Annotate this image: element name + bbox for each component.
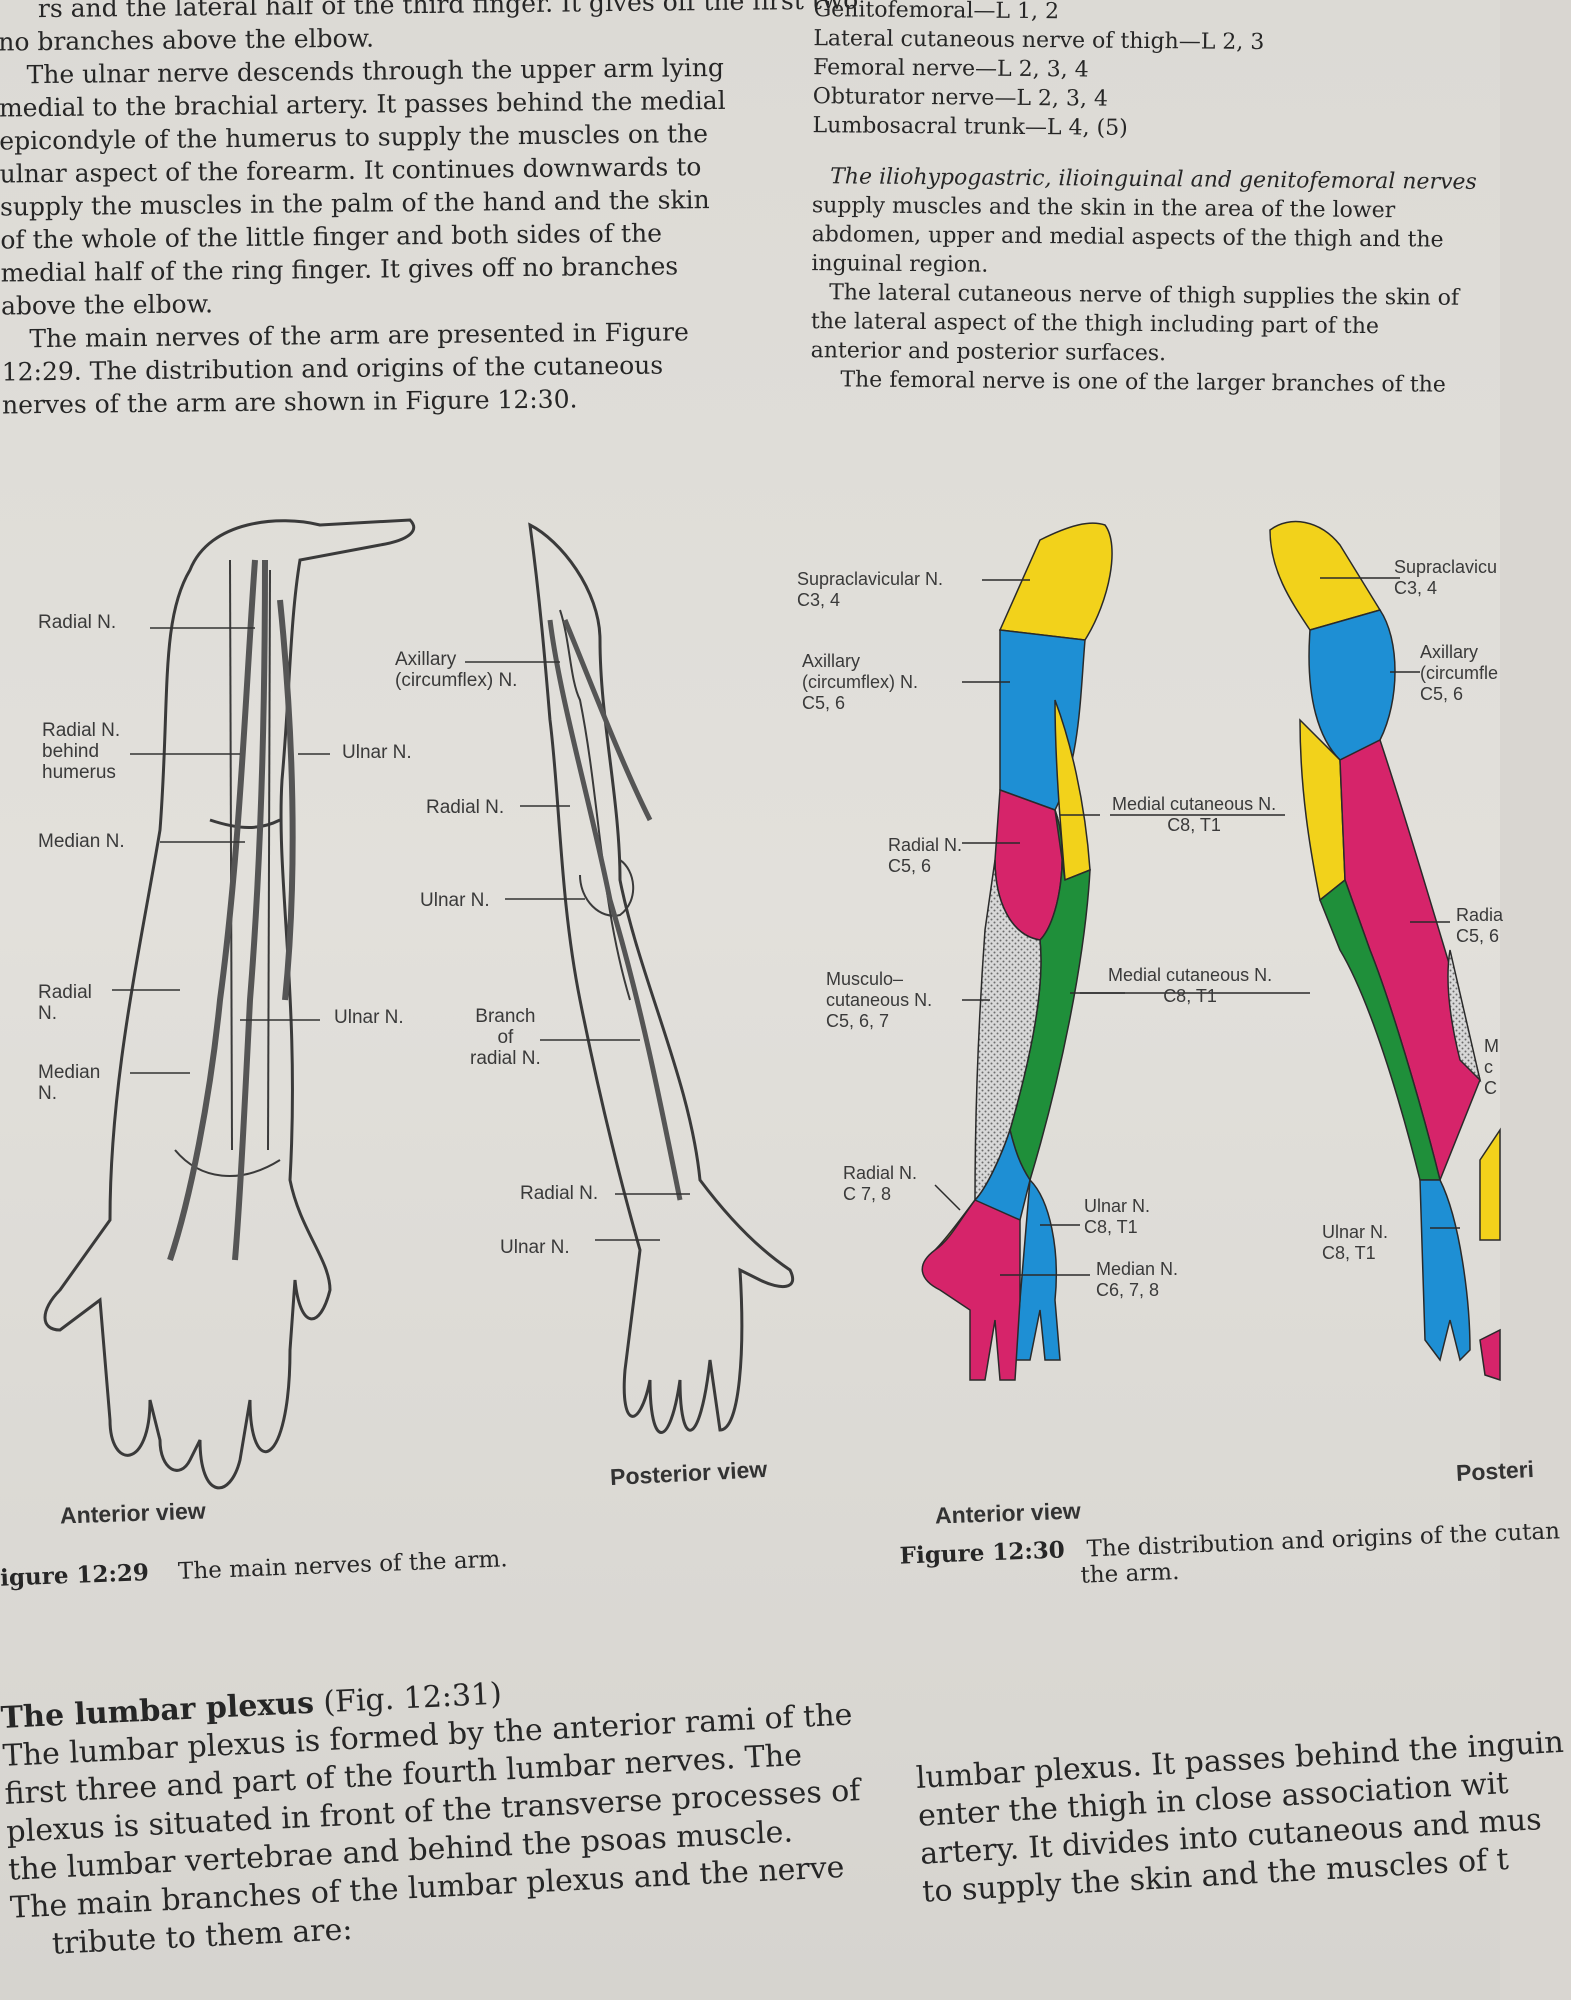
label-post-radial-n: Radial N. [426, 797, 505, 818]
lumbar-heading-ref: (Fig. 12:31) [322, 1676, 503, 1721]
cutaneous-posterior-arm [1269, 520, 1501, 1382]
label-radial-c78: Radial N. C 7, 8 [843, 1163, 918, 1204]
label-axillary-n: Axillary (circumflex) N. [395, 649, 518, 691]
posterior-nerve-lines [547, 619, 683, 1201]
label-median-c6: Median N. C6, 7, 8 [1096, 1259, 1179, 1300]
fig30-text-2: the arm. [1080, 1558, 1180, 1589]
label-post-ulnar-n: Ulnar N. [420, 890, 490, 911]
label-medial-cutaneous-upper: Medial cutaneous N. C8, T1 [1112, 794, 1277, 835]
label-ulnar-n-forearm: Ulnar N. [334, 1007, 404, 1028]
label-post-axillary: Axillary (circumfle C5, 6 [1420, 642, 1499, 704]
label-musculocutaneous: Musculo– cutaneous N. C5, 6, 7 [826, 969, 933, 1031]
label-median-n-forearm: Median N. [38, 1062, 101, 1104]
label-post-ulnar: Ulnar N. C8, T1 [1322, 1222, 1389, 1263]
label-post-radial: Radia C5, 6 [1456, 905, 1504, 946]
label-post-ulnar-wrist: Ulnar N. [500, 1237, 570, 1258]
label-median-n: Median N. [38, 831, 125, 852]
label-supraclavicular: Supraclavicular N. C3, 4 [797, 569, 944, 610]
label-radial-c56: Radial N. C5, 6 [888, 835, 963, 876]
label-ulnar-c8: Ulnar N. C8, T1 [1084, 1196, 1151, 1237]
anterior-arm-outline [43, 518, 416, 1490]
label-radial-n-forearm: Radial N. [38, 982, 92, 1024]
label-branch-of-radial: Branch of radial N. [470, 1006, 541, 1069]
label-axillary-c56: Axillary (circumflex) N. C5, 6 [802, 651, 918, 713]
label-post-radial-wrist: Radial N. [520, 1183, 599, 1204]
figure-drawings [43, 518, 1501, 1490]
fig29-anterior-view: Anterior view [59, 1497, 207, 1529]
fig29-number: igure 12:29 [0, 1559, 150, 1592]
label-post-supraclavicular: Supraclavicu C3, 4 [1394, 557, 1498, 598]
label-post-m: M c C [1484, 1036, 1499, 1098]
label-radial-n: Radial N. [38, 612, 117, 633]
lumbar-left-column: The lumbar plexus (Fig. 12:31) The lumba… [0, 1658, 867, 1965]
label-medial-cutaneous-lower: Medial cutaneous N. C8, T1 [1108, 965, 1273, 1006]
label-ulnar-n-upper: Ulnar N. [342, 742, 412, 763]
posterior-arm-outline [528, 522, 795, 1434]
anterior-nerve-lines [167, 559, 296, 1261]
label-radial-behind-humerus: Radial N. behind humerus [42, 720, 121, 783]
fig30-posterior-view: Posteri [1455, 1455, 1535, 1487]
fig30-number: Figure 12:30 [899, 1536, 1066, 1570]
cutaneous-anterior-arm [921, 522, 1113, 1381]
fig30-anterior-view: Anterior view [934, 1497, 1082, 1529]
